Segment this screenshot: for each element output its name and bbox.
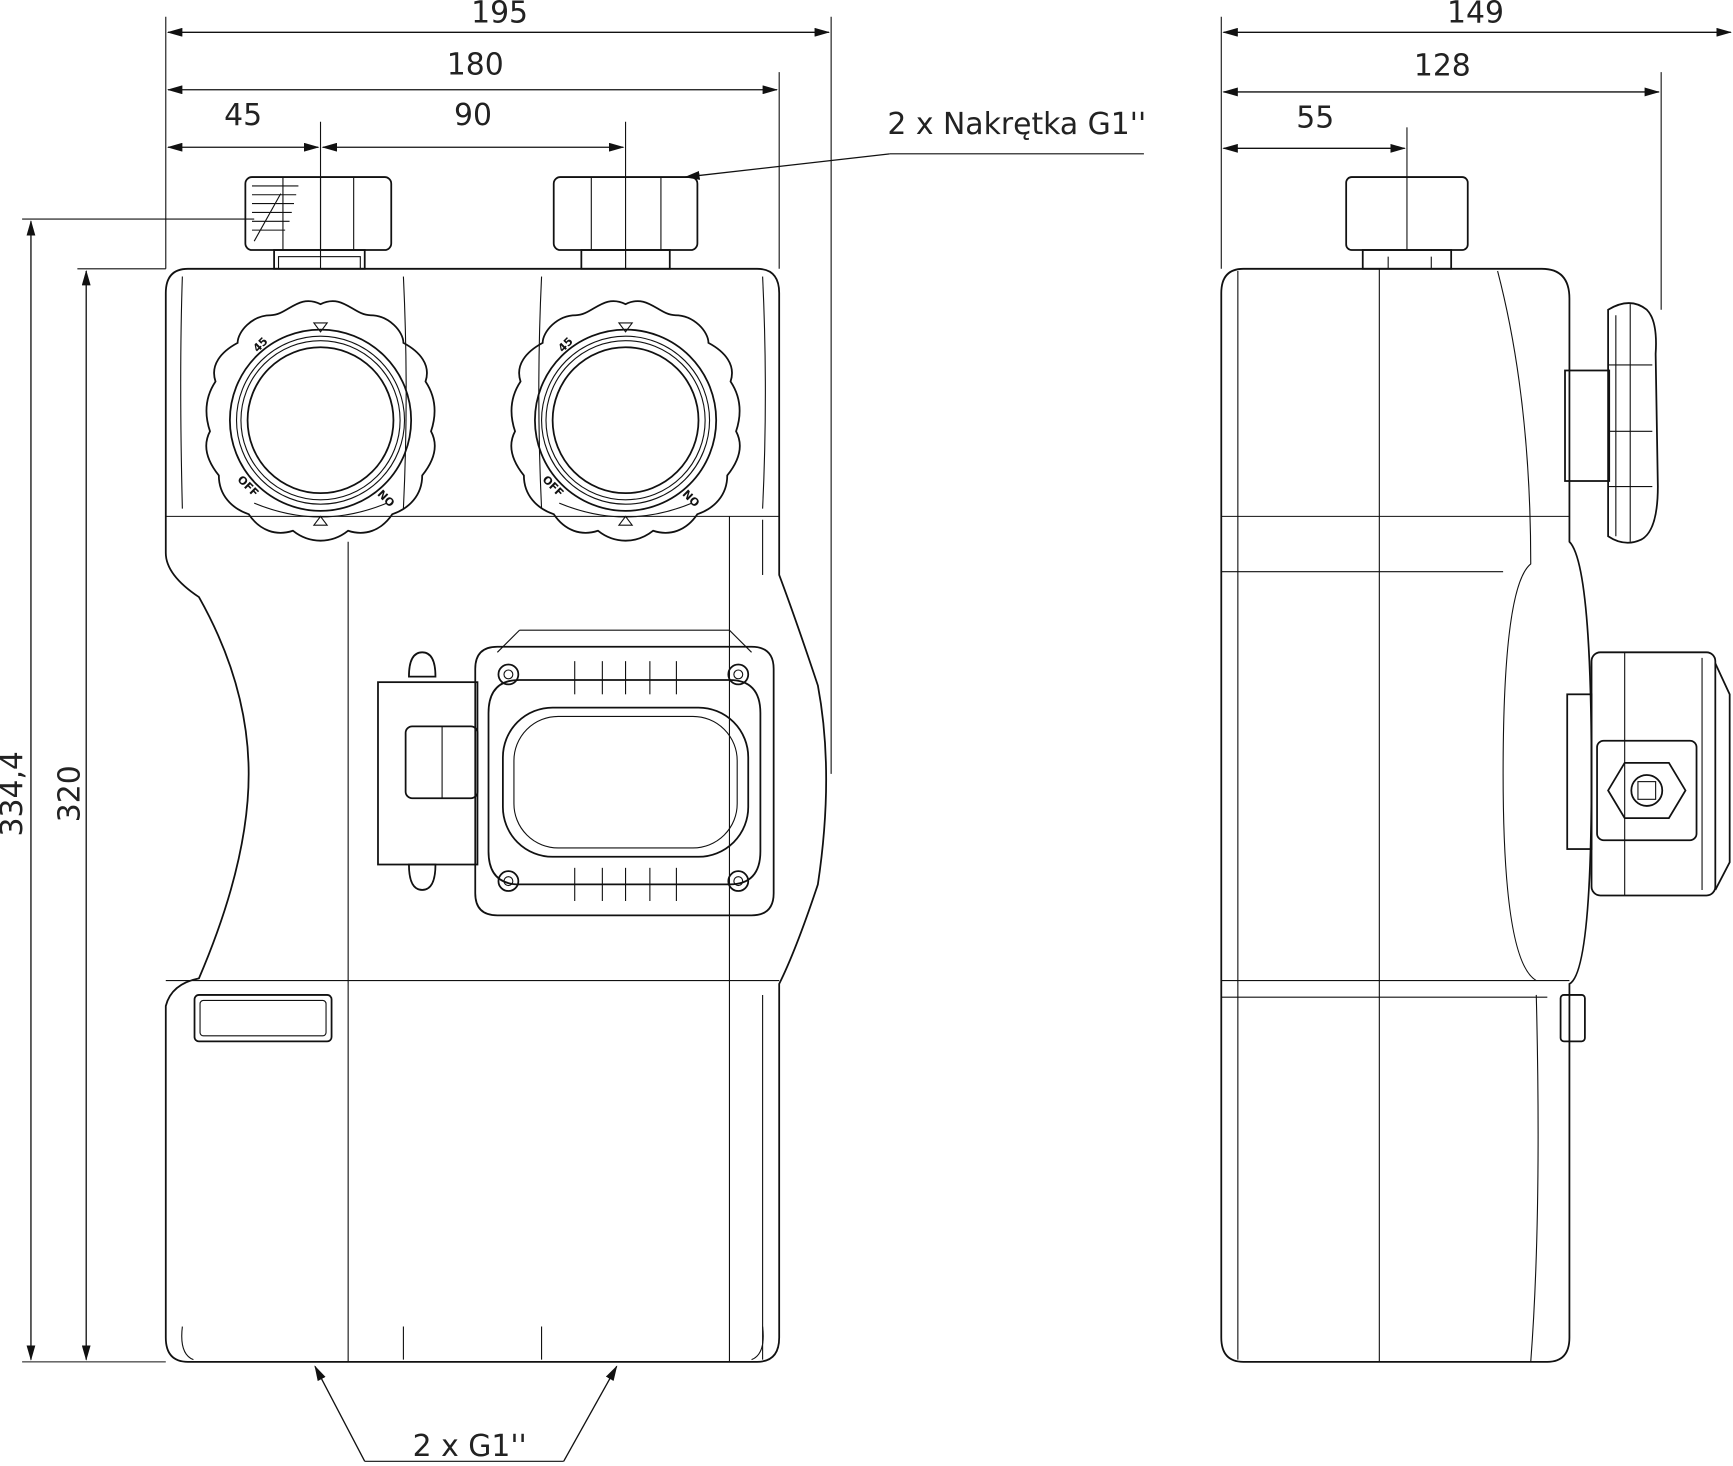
knob-off-label: OFF [540, 473, 567, 500]
dim-first-port-offset: 45 [224, 98, 262, 133]
top-nuts-label: 2 x Nakrętka G1'' [887, 107, 1146, 142]
dim-overall-width: 195 [471, 0, 528, 30]
front-dimensions: 195 180 45 90 334,4 320 2 x Nakrętka G1'… [0, 0, 1146, 1464]
knob-angle-label: 45 [556, 335, 576, 355]
dim-port-spacing: 90 [454, 98, 492, 133]
dim-body-width: 180 [447, 47, 504, 82]
bottom-ports-label: 2 x G1'' [413, 1429, 527, 1464]
left-nut [244, 176, 393, 270]
dim-overall-depth: 149 [1447, 0, 1504, 30]
dim-body-depth: 128 [1414, 48, 1471, 83]
dim-overall-height: 334,4 [0, 751, 30, 836]
dim-port-offset: 55 [1296, 100, 1334, 135]
dim-body-height: 320 [53, 765, 88, 822]
right-valve-knob[interactable]: 45 OFF ON [510, 300, 741, 542]
side-view [1220, 176, 1731, 1363]
pump [377, 629, 775, 917]
front-body [164, 267, 828, 1363]
knob-off-label: OFF [235, 473, 262, 500]
side-dimensions: 149 128 55 [1220, 0, 1732, 310]
side-knob [1564, 302, 1659, 544]
left-valve-knob[interactable]: 45 OFF ON [205, 300, 436, 542]
side-pump [1566, 651, 1731, 897]
front-view: 45 OFF ON 45 OFF ON [164, 176, 828, 1363]
knob-angle-label: 45 [251, 335, 271, 355]
